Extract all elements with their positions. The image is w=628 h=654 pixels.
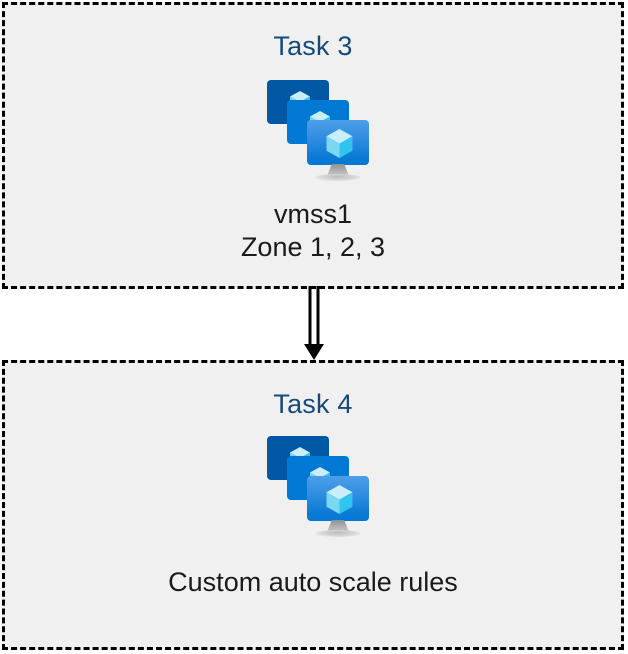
task-caption-line-1: Custom auto scale rules [168, 567, 458, 597]
cube-glyph-front [325, 484, 354, 515]
task-caption-line-1: vmss1 [273, 199, 352, 229]
monitor-stand-base [315, 530, 361, 537]
task-title: Task 4 [273, 389, 353, 419]
monitor-stand-neck [327, 164, 349, 176]
monitor-stand-neck [327, 520, 349, 532]
task-box-task-3: Task 3 [2, 2, 624, 289]
monitor-stand-base [315, 174, 361, 181]
task-title: Task 3 [273, 31, 353, 61]
virtual-machine-scale-set-icon [259, 436, 369, 537]
double-line-down-arrow [296, 286, 332, 362]
task-box-task-4: Task 4 [2, 360, 624, 650]
virtual-machine-scale-set-icon [259, 80, 369, 181]
task-caption-line-2: Zone 1, 2, 3 [240, 231, 386, 262]
cube-glyph-front [325, 128, 354, 159]
